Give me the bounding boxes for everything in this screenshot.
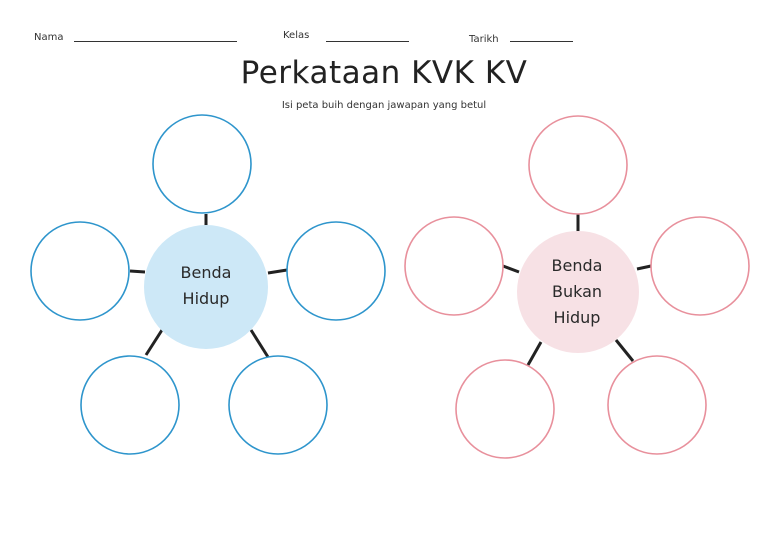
name-field[interactable] [74,41,237,42]
date-label: Tarikh [469,34,499,45]
instruction-text: Isi peta buih dengan jawapan yang betul [281,100,487,111]
center-label-line: Benda [551,256,603,275]
connector-line [267,268,288,275]
nonliving-center-bubble [517,231,639,353]
answer-bubble[interactable] [650,216,750,316]
answer-bubble[interactable] [404,216,504,316]
connector-line [249,329,270,358]
center-label-line: Bukan [551,282,603,301]
answer-bubble[interactable] [607,355,707,455]
answer-bubble[interactable] [455,359,555,459]
answer-bubble[interactable] [152,114,252,214]
connector-line [614,339,635,362]
living-center-bubble [144,225,268,349]
living-center-label: Benda Hidup [156,260,256,312]
connector-line [144,329,164,356]
answer-bubble[interactable] [528,115,628,215]
nonliving-bubble-map [404,115,750,459]
class-label: Kelas [283,30,310,41]
answer-bubble[interactable] [228,355,328,455]
connector-line [502,264,520,274]
class-field[interactable] [326,41,409,42]
nonliving-connectors [502,214,652,366]
center-label-line: Benda [180,263,232,282]
living-bubble-map [30,114,386,455]
connector-line [526,341,543,366]
nonliving-center-label: Benda Bukan Hidup [527,253,627,331]
living-connectors [129,214,288,358]
answer-bubble[interactable] [80,355,180,455]
answer-bubble[interactable] [286,221,386,321]
center-label-line: Hidup [182,289,230,308]
center-label-line: Hidup [553,308,601,327]
name-label: Nama [34,32,64,43]
date-field[interactable] [510,41,573,42]
page-title: Perkataan KVK KV [240,55,528,91]
connector-line [636,264,652,271]
connector-line [129,269,146,274]
answer-bubble[interactable] [30,221,130,321]
